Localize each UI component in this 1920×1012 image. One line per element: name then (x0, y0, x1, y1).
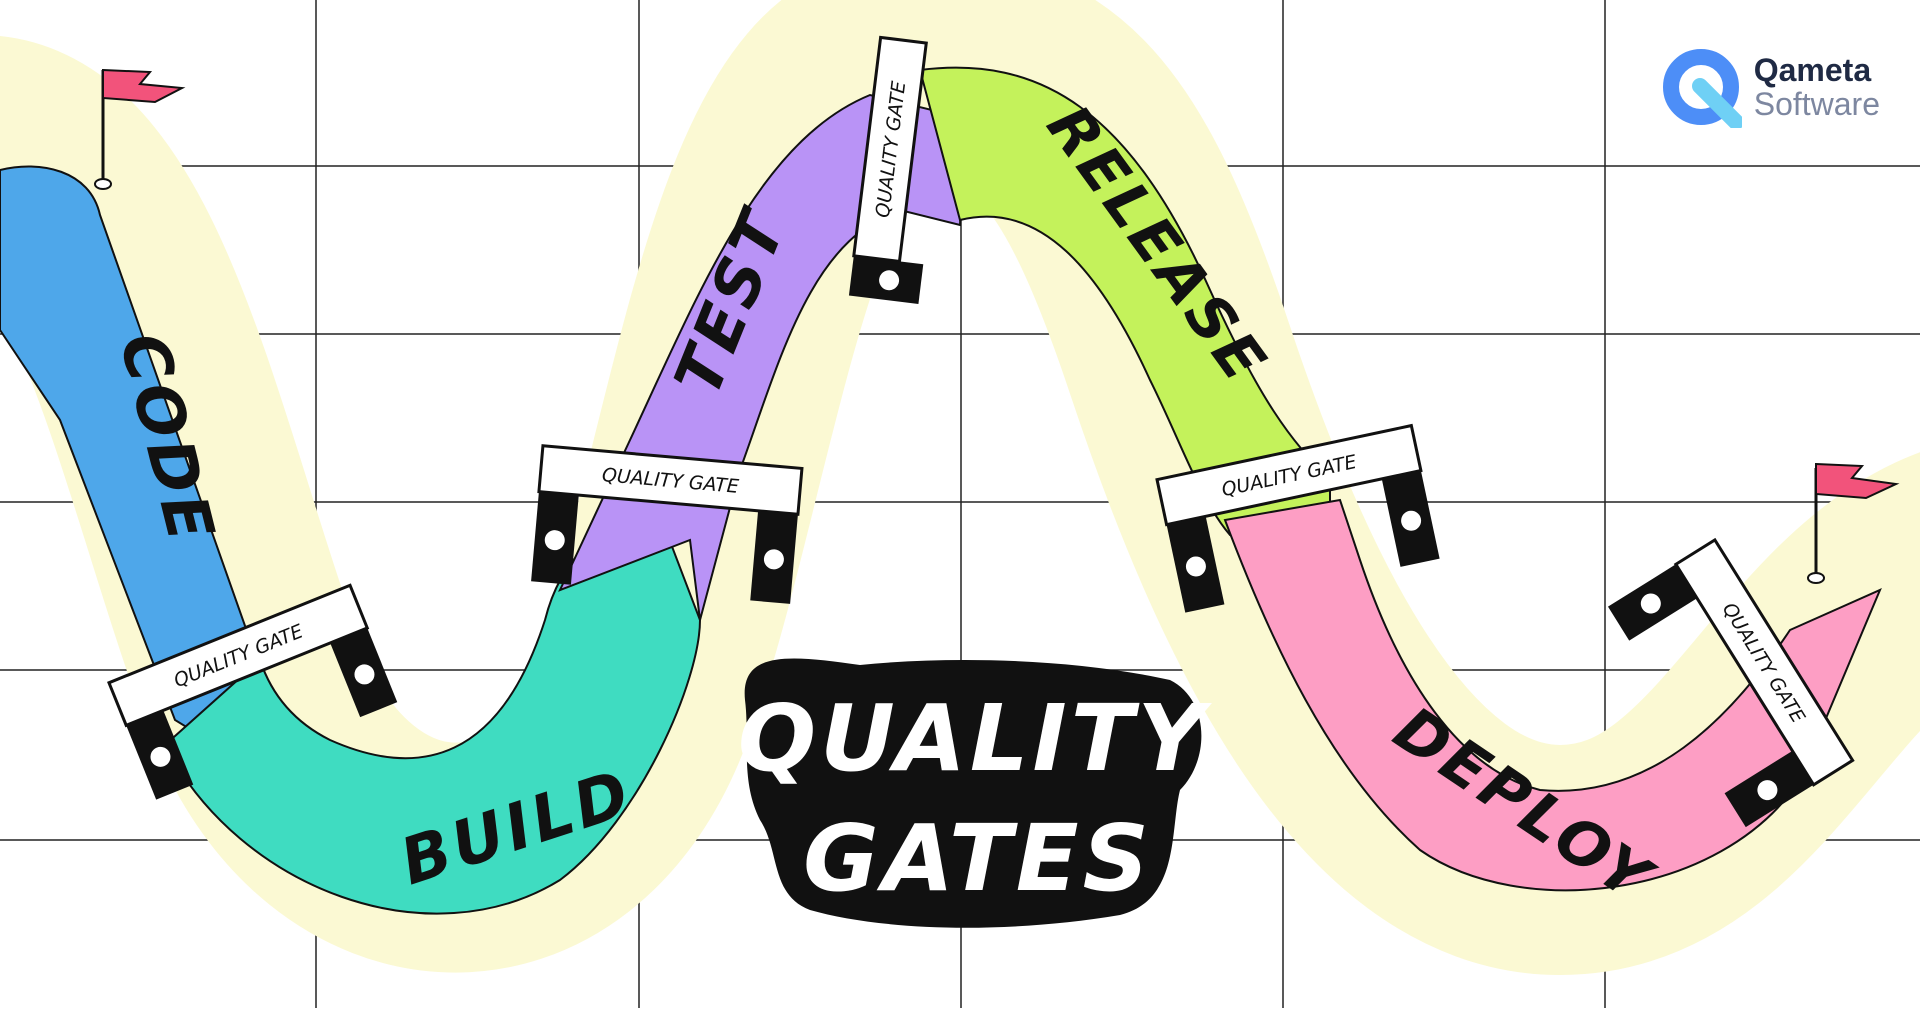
gear-icon (1185, 556, 1206, 577)
finish-flag-icon (1807, 462, 1900, 584)
quality-gate-3: QUALITY GATE (848, 35, 928, 305)
quality-gate-2: QUALITY GATE (531, 444, 804, 604)
gear-icon (1640, 593, 1661, 614)
gear-icon (150, 746, 171, 767)
title-badge: QUALITY GATES (738, 658, 1213, 928)
qameta-q-logo-icon (1662, 49, 1742, 128)
qameta-logo: Qameta Software (1660, 46, 1880, 128)
start-flag-icon (94, 68, 186, 190)
title-line1: QUALITY (738, 685, 1213, 792)
quality-gate-1: QUALITY GATE (107, 583, 398, 800)
gear-icon (879, 270, 900, 291)
logo-word-software: Software (1753, 86, 1880, 122)
gear-icon (544, 530, 565, 551)
logo-word-qameta: Qameta (1753, 52, 1872, 88)
title-line2: GATES (803, 805, 1153, 912)
